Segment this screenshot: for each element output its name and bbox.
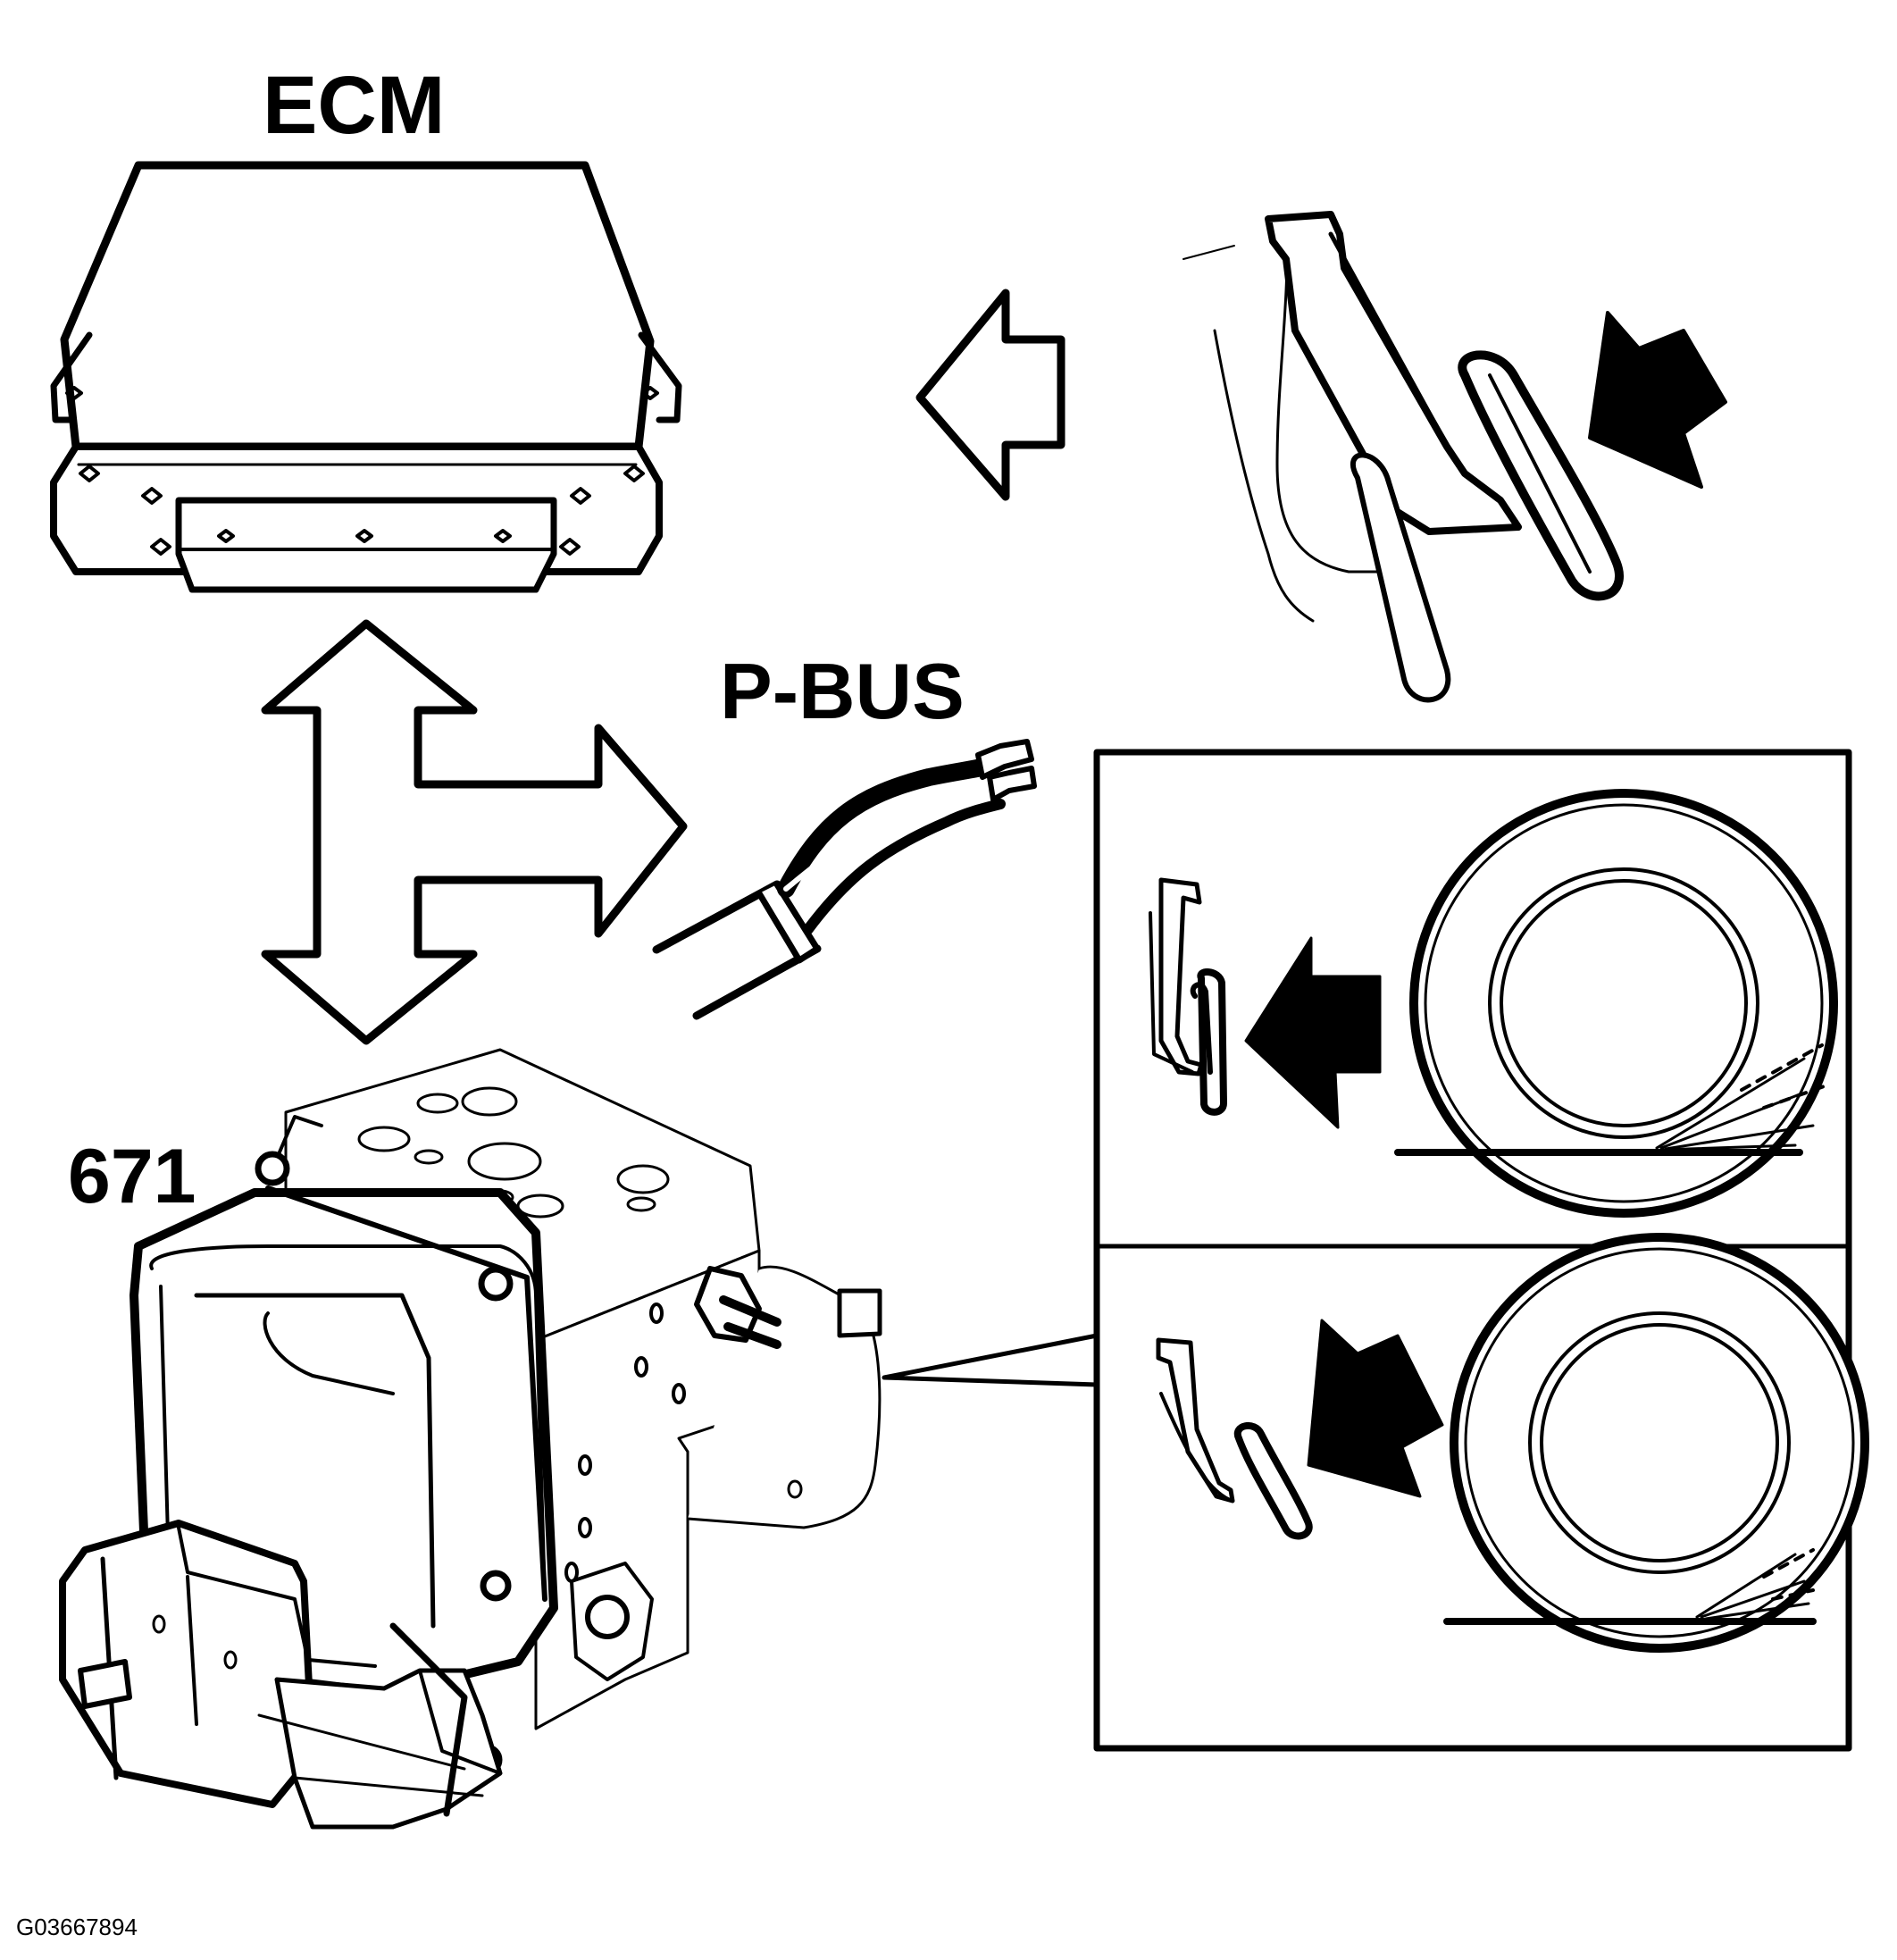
pbus-label: P-BUS [720, 647, 965, 735]
figure-code-label: G03667894 [16, 1914, 138, 1940]
ecm-label: ECM [263, 60, 446, 151]
brake-pedal-large [1182, 211, 1624, 703]
arrow-solid-pedal [1588, 311, 1727, 489]
abs-module [59, 1048, 882, 1830]
arrow-bus-communication [261, 619, 688, 1045]
panel-upper [1149, 789, 1838, 1218]
pbus-cable [652, 739, 1037, 1020]
module-number-label: 671 [68, 1134, 196, 1219]
panel-lower [1156, 1233, 1869, 1653]
arrow-left-outline [915, 289, 1065, 501]
ecm-unit [50, 161, 682, 593]
